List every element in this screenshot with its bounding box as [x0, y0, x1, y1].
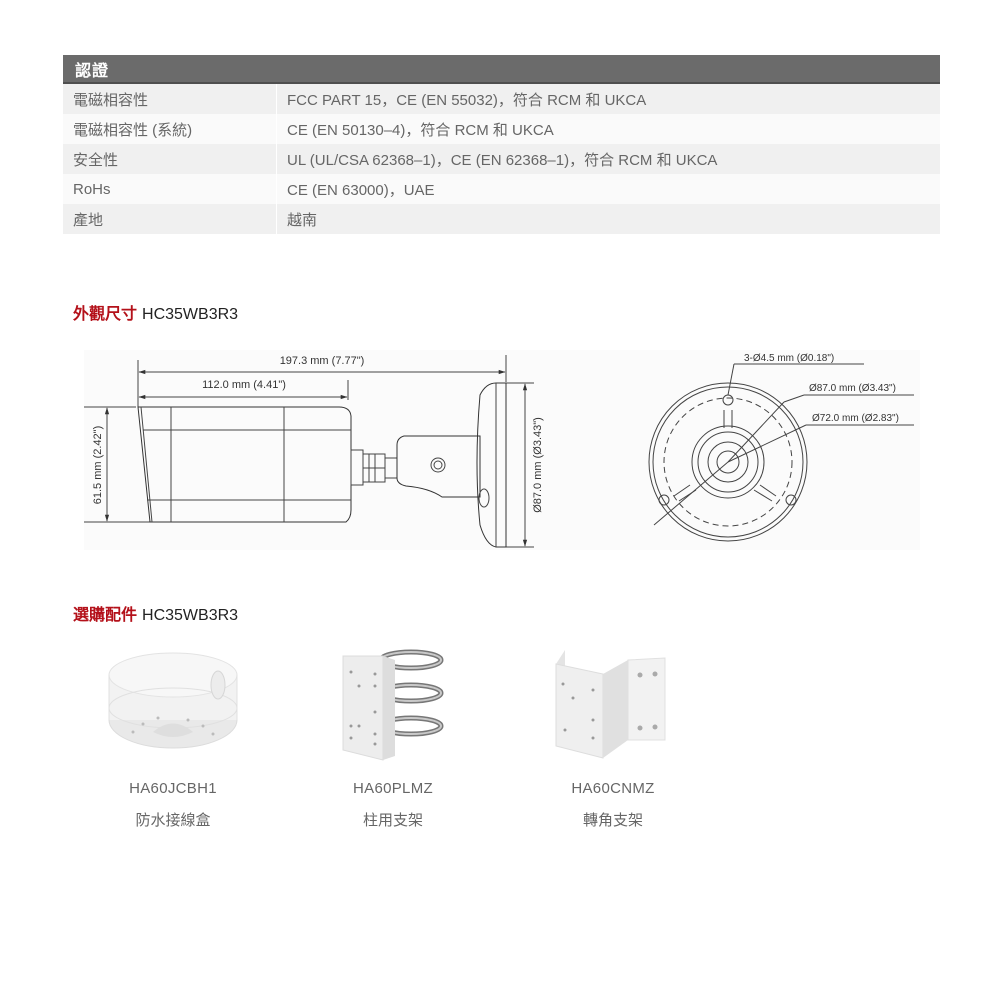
- hole-size-label: 3-Ø4.5 mm (Ø0.18"): [744, 353, 834, 364]
- corner-mount-icon: [503, 630, 723, 770]
- row-value: 越南: [287, 211, 318, 229]
- accessory-item: HA60JCBH1 防水接線盒: [63, 630, 283, 830]
- table-header-title: 認證: [75, 62, 110, 80]
- table-row: 安全性 UL (UL/CSA 62368–1)，CE (EN 62368–1)，…: [63, 144, 940, 174]
- table-row: RoHs CE (EN 63000)，UAE: [63, 174, 940, 204]
- table-row: 電磁相容性 FCC PART 15，CE (EN 55032)，符合 RCM 和…: [63, 84, 940, 114]
- row-key: 電磁相容性 (系統): [63, 114, 277, 144]
- row-key: RoHs: [63, 174, 277, 204]
- accessory-model: HA60PLMZ: [353, 780, 433, 797]
- body-length-label: 112.0 mm (4.41"): [202, 379, 286, 391]
- table-row: 產地 越南: [63, 204, 940, 234]
- accessory-name: 防水接線盒: [135, 812, 211, 829]
- accessory-name: 柱用支架: [362, 812, 423, 829]
- table-header: 認證: [63, 55, 940, 84]
- accessory-model: HA60JCBH1: [129, 780, 217, 797]
- row-value: CE (EN 50130–4)，符合 RCM 和 UKCA: [287, 121, 554, 139]
- certification-table: 認證 電磁相容性 FCC PART 15，CE (EN 55032)，符合 RC…: [63, 55, 940, 234]
- accessory-item: HA60CNMZ 轉角支架: [503, 630, 723, 830]
- row-key: 安全性: [63, 144, 277, 174]
- dimensions-title-accent: 外觀尺寸: [73, 306, 138, 323]
- accessory-model: HA60CNMZ: [571, 780, 655, 797]
- base-diameter-label: Ø87.0 mm (Ø3.43"): [532, 417, 544, 513]
- outer-diameter-label: Ø87.0 mm (Ø3.43"): [809, 383, 896, 394]
- row-key: 電磁相容性: [63, 84, 277, 114]
- dimension-diagram: 197.3 mm (7.77") 112.0 mm (4.41") 61.5 m…: [84, 350, 920, 550]
- row-key: 產地: [63, 204, 277, 234]
- dimensions-title-model: HC35WB3R3: [142, 306, 239, 323]
- table-row: 電磁相容性 (系統) CE (EN 50130–4)，符合 RCM 和 UKCA: [63, 114, 940, 144]
- accessories-title-accent: 選購配件: [73, 607, 138, 624]
- camera-side-view-drawing: 197.3 mm (7.77") 112.0 mm (4.41") 61.5 m…: [84, 353, 914, 548]
- table-body: 電磁相容性 FCC PART 15，CE (EN 55032)，符合 RCM 和…: [63, 84, 940, 234]
- row-value: UL (UL/CSA 62368–1)，CE (EN 62368–1)，符合 R…: [287, 151, 718, 169]
- accessory-item: HA60PLMZ 柱用支架: [283, 630, 503, 830]
- row-value: FCC PART 15，CE (EN 55032)，符合 RCM 和 UKCA: [287, 91, 647, 109]
- hole-circle-diameter-label: Ø72.0 mm (Ø2.83"): [812, 413, 899, 424]
- junction-box-icon: [63, 630, 283, 770]
- pole-mount-icon: [283, 630, 503, 770]
- accessories-title-model: HC35WB3R3: [142, 607, 239, 624]
- body-height-label: 61.5 mm (2.42"): [92, 426, 104, 505]
- camera-base-view-drawing: [648, 363, 914, 542]
- total-length-label: 197.3 mm (7.77"): [280, 355, 365, 367]
- row-value: CE (EN 63000)，UAE: [287, 181, 435, 199]
- accessories-list: HA60JCBH1 防水接線盒: [63, 630, 723, 840]
- accessory-name: 轉角支架: [582, 812, 643, 829]
